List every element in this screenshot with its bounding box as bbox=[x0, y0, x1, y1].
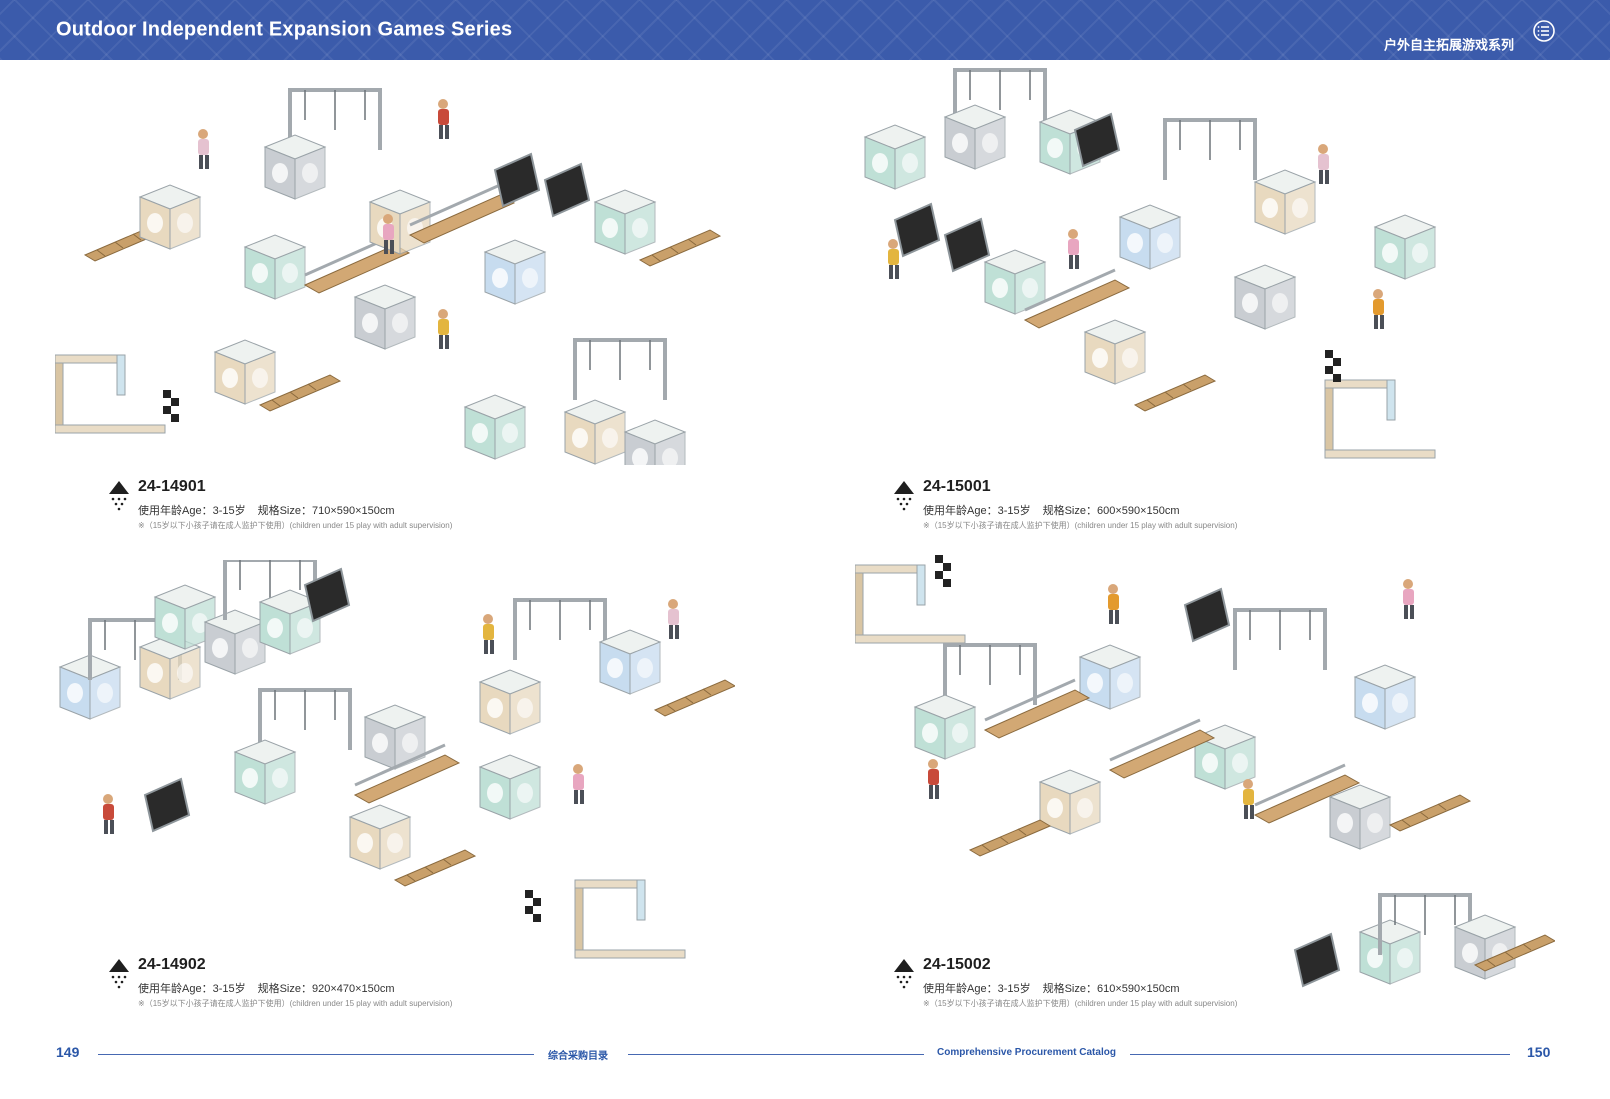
product-code: 24-15002 bbox=[923, 956, 991, 973]
supervision-note: ※（15岁以下小孩子请在成人监护下使用）(children under 15 p… bbox=[923, 521, 1238, 530]
supervision-note: ※（15岁以下小孩子请在成人监护下使用）(children under 15 p… bbox=[138, 999, 453, 1008]
product-spec: 使用年龄Age：3-15岁规格Size：710×590×150cm bbox=[138, 502, 407, 518]
catalog-title-cn: 综合采购目录 bbox=[548, 1051, 608, 1062]
page-header: Outdoor Independent Expansion Games Seri… bbox=[0, 0, 1610, 60]
product-info-24-15001: 24-15001 使用年龄Age：3-15岁规格Size：600×590×150… bbox=[893, 478, 1313, 550]
product-info-24-14901: 24-14901 使用年龄Age：3-15岁规格Size：710×590×150… bbox=[108, 478, 528, 550]
series-title-en: Outdoor Independent Expansion Games Seri… bbox=[56, 18, 513, 41]
product-code: 24-14901 bbox=[138, 478, 206, 495]
product-size: 规格Size：710×590×150cm bbox=[257, 505, 395, 517]
product-info-24-15002: 24-15002 使用年龄Age：3-15岁规格Size：610×590×150… bbox=[893, 956, 1313, 1028]
list-circle-icon bbox=[1533, 20, 1555, 42]
page-number-right: 150 bbox=[1527, 1044, 1551, 1060]
page-footer: 149 综合采购目录 Comprehensive Procurement Cat… bbox=[0, 1040, 1610, 1070]
product-illustration-24-15001 bbox=[864, 68, 1436, 459]
product-illustration-24-15002 bbox=[855, 555, 1555, 987]
triangle-dots-icon bbox=[109, 481, 129, 511]
triangle-dots-icon bbox=[894, 959, 914, 989]
series-title-cn: 户外自主拓展游戏系列 bbox=[1383, 37, 1514, 53]
supervision-note: ※（15岁以下小孩子请在成人监护下使用）(children under 15 p… bbox=[138, 521, 453, 530]
product-info-24-14902: 24-14902 使用年龄Age：3-15岁规格Size：920×470×150… bbox=[108, 956, 528, 1028]
product-spec: 使用年龄Age：3-15岁规格Size：600×590×150cm bbox=[923, 502, 1192, 518]
footer-divider bbox=[98, 1054, 534, 1055]
product-size: 规格Size：610×590×150cm bbox=[1042, 983, 1180, 995]
product-code: 24-14902 bbox=[138, 956, 206, 973]
product-size: 规格Size：600×590×150cm bbox=[1042, 505, 1180, 517]
product-spec: 使用年龄Age：3-15岁规格Size：920×470×150cm bbox=[138, 980, 407, 996]
product-age: 使用年龄Age：3-15岁 bbox=[923, 983, 1031, 995]
footer-divider bbox=[628, 1054, 924, 1055]
product-age: 使用年龄Age：3-15岁 bbox=[923, 505, 1031, 517]
supervision-note: ※（15岁以下小孩子请在成人监护下使用）(children under 15 p… bbox=[923, 999, 1238, 1008]
triangle-dots-icon bbox=[894, 481, 914, 511]
product-code: 24-15001 bbox=[923, 478, 991, 495]
page-number-left: 149 bbox=[56, 1044, 80, 1060]
product-age: 使用年龄Age：3-15岁 bbox=[138, 505, 246, 517]
catalog-title-en: Comprehensive Procurement Catalog bbox=[937, 1047, 1116, 1058]
product-illustration-24-14901 bbox=[55, 88, 721, 465]
product-illustration-24-14902 bbox=[59, 560, 735, 959]
product-age: 使用年龄Age：3-15岁 bbox=[138, 983, 246, 995]
triangle-dots-icon bbox=[109, 959, 129, 989]
product-size: 规格Size：920×470×150cm bbox=[257, 983, 395, 995]
product-spec: 使用年龄Age：3-15岁规格Size：610×590×150cm bbox=[923, 980, 1192, 996]
footer-divider bbox=[1130, 1054, 1510, 1055]
